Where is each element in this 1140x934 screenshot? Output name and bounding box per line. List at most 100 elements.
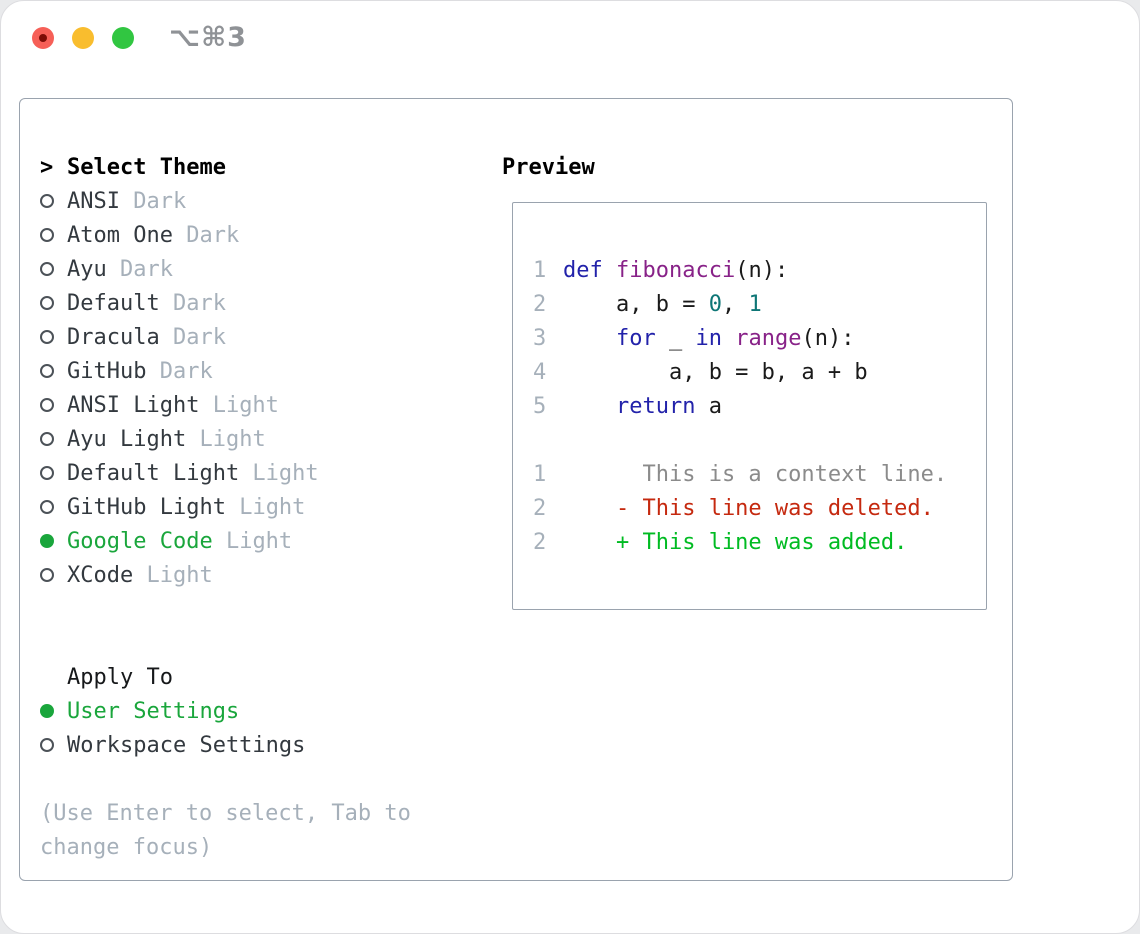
apply-to-header: Apply To: [40, 660, 411, 694]
preview-header: Preview: [502, 154, 595, 180]
diff-line: 1 This is a context line.: [533, 457, 947, 491]
code-segment: (n):: [735, 257, 789, 283]
theme-option[interactable]: GitHub Dark: [40, 354, 411, 388]
code-segment: return: [615, 393, 696, 419]
theme-option[interactable]: XCode Light: [40, 558, 411, 592]
code-segment: _: [655, 325, 696, 351]
apply-to-option-label: User Settings: [67, 698, 240, 724]
theme-option[interactable]: Atom One Dark: [40, 218, 411, 252]
line-number: 3: [533, 325, 547, 351]
theme-variant: Dark: [106, 256, 173, 282]
theme-name: Atom One: [67, 222, 173, 248]
theme-name: XCode: [67, 562, 134, 588]
spacer: [533, 423, 947, 457]
theme-variant: Dark: [172, 222, 240, 248]
theme-name: Google Code: [67, 528, 213, 554]
code-line: 1 def fibonacci(n):: [533, 253, 947, 287]
line-number: 4: [533, 359, 547, 385]
radio-selected-icon: [40, 704, 54, 718]
diff-text: This is a context line.: [563, 461, 948, 487]
spacer: [40, 592, 411, 660]
code-segment: fibonacci: [616, 257, 736, 283]
theme-name: Default: [67, 290, 160, 316]
radio-unselected-icon: [40, 432, 54, 446]
theme-name: GitHub Light: [67, 494, 226, 520]
radio-marker: [40, 500, 67, 514]
theme-name: Ayu: [67, 256, 107, 282]
close-button[interactable]: [32, 27, 54, 49]
code-segment: a, b = b, a + b: [563, 359, 868, 385]
code-line: 3 for _ in range(n):: [533, 321, 947, 355]
radio-unselected-icon: [40, 364, 54, 378]
close-dot-icon: [39, 34, 47, 42]
code-segment: [603, 258, 616, 283]
radio-marker: [40, 296, 67, 310]
theme-variant: Dark: [159, 324, 226, 350]
theme-option[interactable]: ANSI Dark: [40, 184, 411, 218]
radio-unselected-icon: [40, 262, 54, 276]
focus-marker: >: [40, 154, 54, 180]
radio-unselected-icon: [40, 500, 54, 514]
theme-option[interactable]: Dracula Dark: [40, 320, 411, 354]
theme-name: ANSI Light: [67, 392, 200, 418]
theme-option[interactable]: Google Code Light: [40, 524, 411, 558]
radio-marker: [40, 262, 67, 276]
radio-marker: [40, 534, 67, 548]
apply-to-header-label: Apply To: [67, 664, 173, 690]
traffic-lights: [32, 27, 134, 49]
code-segment: in: [695, 325, 722, 351]
minimize-button[interactable]: [72, 27, 94, 49]
theme-option[interactable]: ANSI Light Light: [40, 388, 411, 422]
theme-variant: Dark: [159, 290, 226, 316]
diff-text: - This line was deleted.: [563, 495, 934, 521]
radio-unselected-icon: [40, 466, 54, 480]
radio-marker: [40, 432, 67, 446]
code-line: 4 a, b = b, a + b: [533, 355, 947, 389]
theme-name: Dracula: [67, 324, 160, 350]
diff-line: 2 + This line was added.: [533, 525, 947, 559]
diff-text: + This line was added.: [563, 529, 908, 555]
code-line: 2 a, b = 0, 1: [533, 287, 947, 321]
zoom-button[interactable]: [112, 27, 134, 49]
code-segment: def: [563, 257, 603, 283]
theme-variant: Dark: [119, 188, 187, 214]
line-number: 5: [533, 393, 547, 419]
theme-option[interactable]: Ayu Dark: [40, 252, 411, 286]
radio-unselected-icon: [40, 330, 54, 344]
line-number: 2: [533, 495, 547, 521]
code-segment: ,: [721, 291, 749, 317]
theme-variant: Light: [212, 528, 293, 554]
radio-unselected-icon: [40, 194, 54, 208]
code-segment: [563, 394, 616, 419]
hint-text: (Use Enter to select, Tab to: [40, 800, 411, 826]
theme-variant: Light: [225, 494, 306, 520]
code-segment: range: [735, 325, 802, 351]
radio-marker: [40, 228, 67, 242]
code-segment: (n):: [801, 325, 855, 351]
apply-to-option[interactable]: User Settings: [40, 694, 411, 728]
line-number: 1: [533, 257, 547, 283]
theme-option[interactable]: Default Dark: [40, 286, 411, 320]
select-theme-header: > Select Theme: [40, 150, 411, 184]
theme-variant: Light: [133, 562, 213, 588]
titlebar: ⌥⌘3: [1, 1, 1139, 98]
code-segment: a: [695, 393, 722, 419]
radio-marker: [40, 330, 67, 344]
theme-option[interactable]: Ayu Light Light: [40, 422, 411, 456]
code-line: 5 return a: [533, 389, 947, 423]
radio-unselected-icon: [40, 296, 54, 310]
code-segment: a, b =: [563, 291, 709, 317]
select-theme-header-label: Select Theme: [67, 154, 226, 180]
apply-to-option[interactable]: Workspace Settings: [40, 728, 411, 762]
radio-unselected-icon: [40, 228, 54, 242]
window-shortcut-label: ⌥⌘3: [169, 22, 247, 53]
theme-option[interactable]: Default Light Light: [40, 456, 411, 490]
theme-variant: Dark: [146, 358, 213, 384]
theme-option[interactable]: GitHub Light Light: [40, 490, 411, 524]
radio-marker: [40, 568, 67, 582]
